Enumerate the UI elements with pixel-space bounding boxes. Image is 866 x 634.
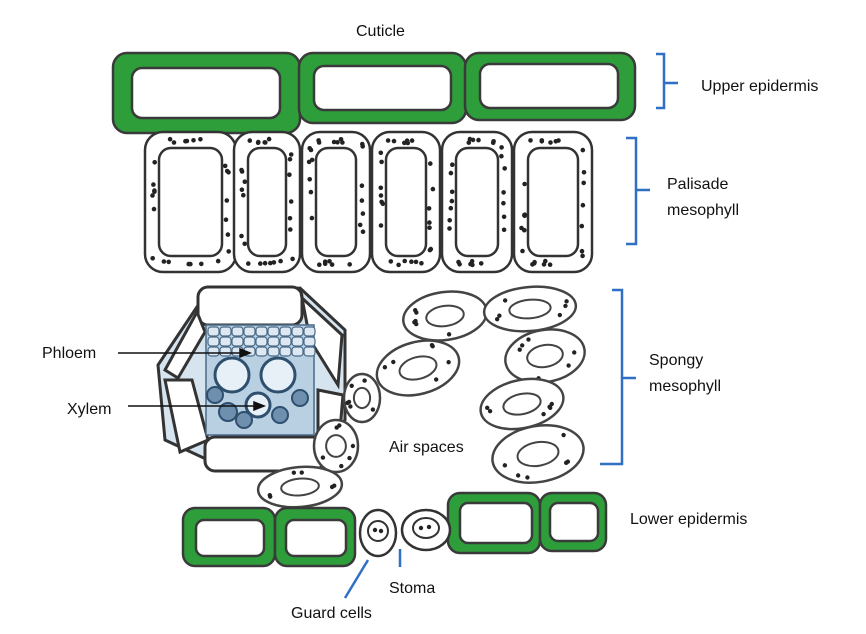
vascular-bundle	[156, 285, 347, 473]
label-palisade-mesophyll: Palisade mesophyll	[667, 176, 740, 219]
lower-pointers	[343, 549, 402, 599]
label-spongy-mesophyll: Spongy mesophyll	[649, 352, 722, 395]
guard-cells-pointer	[343, 559, 370, 599]
spongy-cell	[402, 290, 488, 342]
label-air-spaces: Air spaces	[389, 439, 464, 456]
phloem-cells	[207, 326, 316, 357]
spongy-cells	[256, 285, 586, 509]
spongy-cell	[342, 372, 382, 424]
label-lower-epidermis: Lower epidermis	[630, 511, 748, 528]
spongy-cell	[482, 285, 578, 333]
spongy-cell	[504, 328, 586, 384]
lower-epidermis-cells	[181, 491, 608, 568]
pointers	[118, 347, 267, 412]
spongy-cell	[491, 424, 585, 484]
upper-epidermis-bracket	[656, 52, 678, 110]
upper-epidermis-cells	[111, 51, 637, 135]
label-cuticle: Cuticle	[356, 23, 405, 40]
label-xylem: Xylem	[67, 401, 112, 418]
spongy-cell	[479, 377, 565, 431]
palisade-cells	[143, 130, 594, 274]
spongy-cell	[375, 339, 461, 397]
brackets	[600, 52, 678, 466]
label-phloem: Phloem	[42, 345, 97, 362]
spongy-bracket	[600, 288, 636, 466]
spongy-cell	[312, 418, 360, 474]
guard-cells	[358, 508, 452, 558]
label-upper-epidermis: Upper epidermis	[701, 78, 819, 95]
label-guard-cells: Guard cells	[291, 605, 372, 622]
palisade-bracket	[626, 136, 650, 246]
label-stoma: Stoma	[389, 580, 436, 597]
